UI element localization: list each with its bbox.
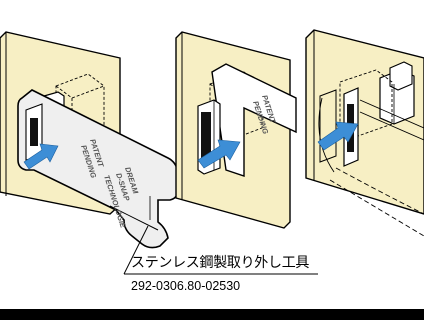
- step-1-panel: PATENT PENDING DREAM D-SNAP TECHNOLOGIE: [0, 31, 179, 249]
- step-2-panel: PATENT PENDING: [175, 31, 297, 229]
- part-name-label: ステンレス鋼製取り外し工具: [131, 255, 310, 271]
- push-arrow-2: [197, 139, 241, 169]
- push-arrow-1: [23, 143, 59, 170]
- step-3-panel: [305, 29, 424, 237]
- part-number-label: 292-0306.80-02530: [131, 279, 241, 293]
- connector-3: [379, 61, 415, 125]
- push-arrow-3: [317, 121, 359, 151]
- label-leader: [123, 225, 318, 275]
- extraction-guides: [329, 99, 424, 237]
